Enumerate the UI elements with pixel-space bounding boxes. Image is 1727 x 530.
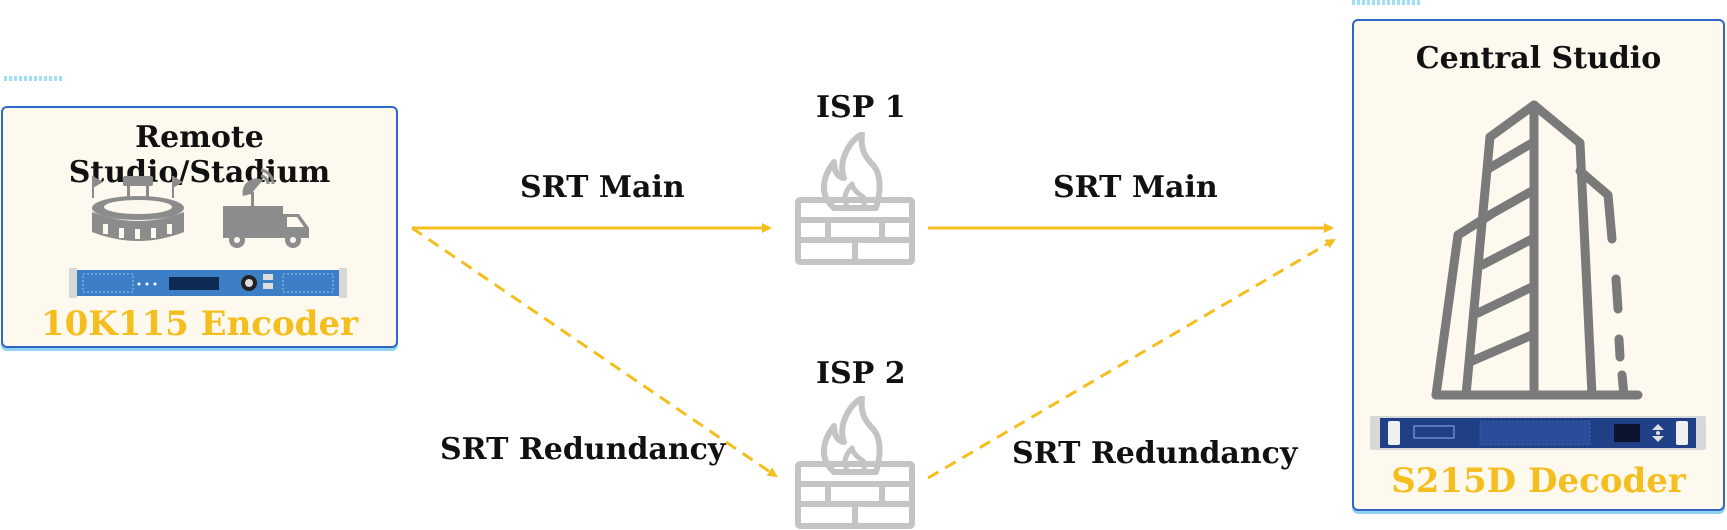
decoder-label: S215D Decoder <box>1391 461 1686 501</box>
srt-redundancy-label-left: SRT Redundancy <box>440 432 726 467</box>
isp1-firewall-icon <box>795 132 915 265</box>
building-icon <box>1431 100 1643 400</box>
central-studio-title: Central Studio <box>1415 41 1662 76</box>
redundancy-arrow-left <box>411 226 778 478</box>
decoration-right <box>1352 0 1422 5</box>
encoder-rack-icon <box>69 268 347 298</box>
srt-main-label-left: SRT Main <box>520 170 685 205</box>
satellite-van-icon <box>223 168 309 248</box>
decoration-left <box>4 76 64 81</box>
srt-main-label-right: SRT Main <box>1053 170 1218 205</box>
srt-redundancy-label-right: SRT Redundancy <box>1012 436 1298 471</box>
encoder-label: 10K115 Encoder <box>40 304 358 344</box>
remote-studio-title: Remote Studio/Stadium <box>68 120 331 190</box>
central-studio-box: Central Studio <box>1352 19 1725 511</box>
stadium-icon <box>92 176 184 241</box>
isp2-label: ISP 2 <box>816 356 906 391</box>
isp1-label: ISP 1 <box>816 90 906 125</box>
decoder-rack-icon <box>1370 416 1706 450</box>
remote-studio-box: Remote Studio/Stadium <box>1 106 398 348</box>
isp2-firewall-icon <box>795 396 915 529</box>
